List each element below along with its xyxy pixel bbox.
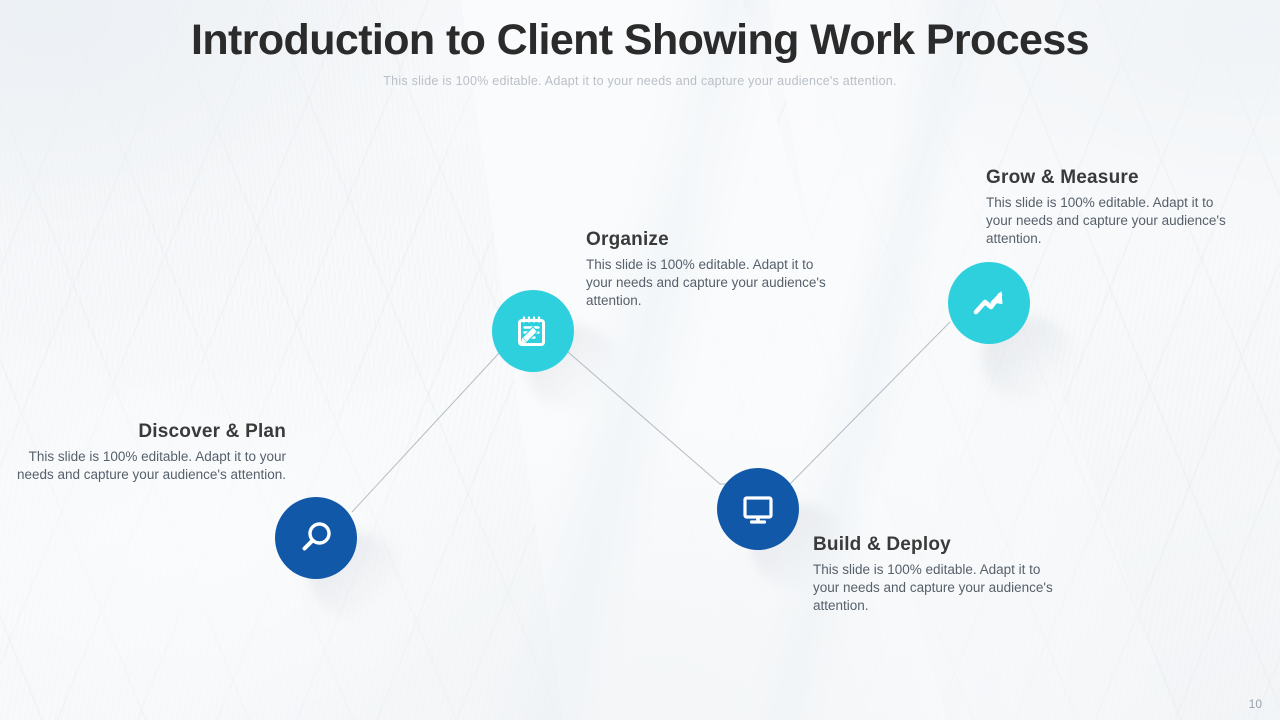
growth-arrow-circle[interactable] [948,262,1030,344]
page-subtitle: This slide is 100% editable. Adapt it to… [383,74,897,88]
heading-grow-measure: Grow & Measure [986,167,1139,188]
notepad-circle[interactable] [492,290,574,372]
page-number: 10 [1248,697,1262,711]
body-discover-plan: This slide is 100% editable. Adapt it to… [16,449,286,482]
body-grow-measure: This slide is 100% editable. Adapt it to… [986,195,1226,246]
body-build-deploy: This slide is 100% editable. Adapt it to… [813,562,1053,613]
magnifier-icon [302,522,331,551]
text-block-discover-plan: Discover & Plan This slide is 100% edita… [0,421,286,484]
magnifier-circle[interactable] [275,497,357,579]
text-block-build-deploy: Build & Deploy This slide is 100% editab… [813,534,1069,614]
heading-build-deploy: Build & Deploy [813,534,951,555]
growth-arrow-icon [973,291,1003,315]
heading-organize: Organize [586,229,669,250]
text-block-grow-measure: Grow & Measure This slide is 100% editab… [986,167,1242,247]
notepad-pencil-icon [518,316,545,346]
text-block-organize: Organize This slide is 100% editable. Ad… [586,229,842,309]
monitor-circle[interactable] [717,468,799,550]
body-organize: This slide is 100% editable. Adapt it to… [586,257,826,308]
heading-discover-plan: Discover & Plan [138,421,286,442]
page-title: Introduction to Client Showing Work Proc… [191,16,1090,64]
monitor-icon [743,496,773,524]
connector-path [351,321,951,513]
